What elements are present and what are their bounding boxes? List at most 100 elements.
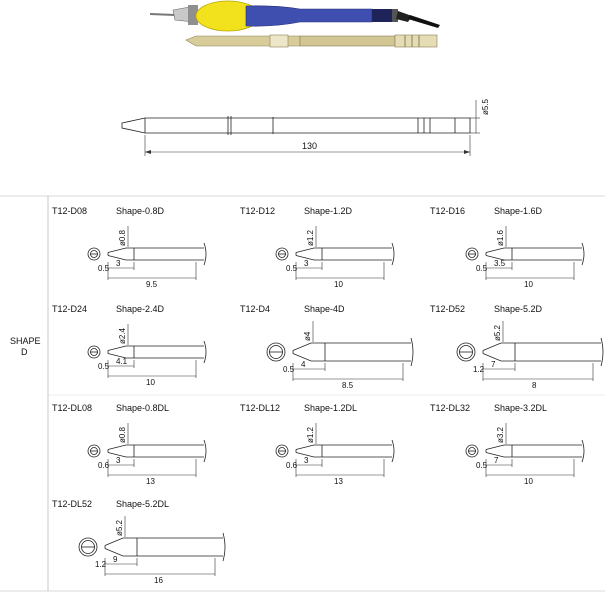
end-view-outer — [465, 247, 479, 261]
dim-label-d3: 13 — [146, 477, 155, 486]
tip-model-label: T12-D4 — [240, 304, 270, 314]
dim-label-diameter: ø1.2 — [306, 426, 315, 443]
end-view-outer — [266, 342, 286, 362]
shape-table: SHAPE D — [0, 195, 605, 592]
dim-label-diameter: ø4 — [303, 331, 312, 341]
tip-model-label: T12-D12 — [240, 206, 275, 216]
side-view-bottom — [295, 452, 392, 458]
dim-label-d3: 10 — [334, 280, 343, 289]
side-view-bottom — [482, 353, 601, 362]
tip-shape-label: Shape-5.2DL — [116, 499, 169, 509]
end-view-outer — [275, 247, 289, 261]
dim-label-d2: 7 — [491, 360, 496, 369]
dim-label-d3: 13 — [334, 477, 343, 486]
side-view-top — [482, 342, 601, 351]
dim-label-d3: 8 — [532, 381, 537, 390]
dim-label-diameter: ø1.6 — [496, 229, 505, 246]
tip-cell: T12-D08 Shape-0.8D 0.5 3 9.5 ø0.8 — [52, 206, 207, 289]
dim-label-d1: 0.5 — [476, 264, 488, 273]
dim-label-d1: 0.5 — [98, 362, 110, 371]
dim-label-d3: 10 — [524, 477, 533, 486]
dim-label-d2: 4 — [301, 360, 306, 369]
dim-label-diameter: ø1.2 — [306, 229, 315, 246]
tip-model-label: T12-D24 — [52, 304, 87, 314]
tip-cell: T12-D16 Shape-1.6D 0.5 3.5 10 ø1.6 — [430, 206, 585, 289]
side-view-bottom — [107, 255, 204, 261]
side-view-break — [203, 340, 207, 364]
tip-model-label: T12-DL32 — [430, 403, 470, 413]
side-view-break — [600, 337, 604, 367]
dim-label-diameter: ø3.2 — [496, 426, 505, 443]
end-view-outer — [465, 444, 479, 458]
tip-shape-label: Shape-0.8D — [116, 206, 165, 216]
soldering-handle-image — [149, 0, 440, 32]
dim-label-d2: 9 — [113, 555, 118, 564]
dim-label-d2: 3 — [116, 259, 121, 268]
overall-length-label: 130 — [302, 141, 317, 151]
side-view-break — [391, 242, 395, 266]
dim-label-d1: 0.5 — [98, 264, 110, 273]
dim-label-diameter: ø5.2 — [115, 519, 124, 536]
dim-label-d3: 10 — [146, 378, 155, 387]
dim-label-d3: 9.5 — [146, 280, 158, 289]
dim-label-d1: 0.5 — [283, 365, 295, 374]
shape-label-line1: SHAPE — [10, 336, 41, 346]
dim-label-d3: 8.5 — [342, 381, 354, 390]
overall-dimension-drawing: ø5.5 130 — [121, 98, 490, 156]
side-view-top — [292, 342, 411, 351]
tip-model-label: T12-D08 — [52, 206, 87, 216]
dim-label-d2: 3 — [304, 259, 309, 268]
side-view-break — [581, 242, 585, 266]
dim-label-d1: 1.2 — [95, 560, 107, 569]
dim-label-d2: 4.1 — [116, 357, 128, 366]
end-view-outer — [87, 444, 101, 458]
end-view-outer — [275, 444, 289, 458]
dim-label-d1: 0.6 — [98, 461, 110, 470]
tip-cell: T12-DL52 Shape-5.2DL 1.2 9 16 ø5.2 — [52, 499, 226, 585]
dim-label-d3: 10 — [524, 280, 533, 289]
end-view-outer — [87, 345, 101, 359]
side-view-bottom — [104, 548, 223, 557]
tip-shape-label: Shape-3.2DL — [494, 403, 547, 413]
side-view-break — [581, 439, 585, 463]
tip-cell: T12-D24 Shape-2.4D 0.5 4.1 10 ø2.4 — [52, 304, 207, 387]
side-view-top — [295, 444, 392, 450]
dim-label-d1: 0.5 — [476, 461, 488, 470]
dim-label-d3: 16 — [154, 576, 163, 585]
dim-label-diameter: ø0.8 — [118, 229, 127, 246]
side-view-top — [485, 444, 582, 450]
side-view-bottom — [295, 255, 392, 261]
side-view-break — [410, 337, 414, 367]
overall-diameter-label: ø5.5 — [481, 98, 490, 115]
side-view-top — [295, 247, 392, 253]
end-view-outer — [456, 342, 476, 362]
dim-label-d1: 1.2 — [473, 365, 485, 374]
tip-shape-label: Shape-1.2DL — [304, 403, 357, 413]
side-view-break — [203, 439, 207, 463]
tip-shape-label: Shape-4D — [304, 304, 345, 314]
tip-cell: T12-DL32 Shape-3.2DL 0.5 7 10 ø3.2 — [430, 403, 585, 486]
tip-model-label: T12-D16 — [430, 206, 465, 216]
tip-shape-label: Shape-2.4D — [116, 304, 165, 314]
dim-label-d2: 3.5 — [494, 259, 506, 268]
dim-label-d2: 3 — [116, 456, 121, 465]
dim-label-d2: 7 — [494, 456, 499, 465]
tip-model-label: T12-DL12 — [240, 403, 280, 413]
side-view-bottom — [485, 255, 582, 261]
dim-label-diameter: ø2.4 — [118, 327, 127, 344]
tip-shape-label: Shape-1.6D — [494, 206, 543, 216]
tip-model-label: T12-DL52 — [52, 499, 92, 509]
dim-label-d1: 0.5 — [286, 264, 298, 273]
side-view-bottom — [485, 452, 582, 458]
dim-label-diameter: ø0.8 — [118, 426, 127, 443]
side-view-break — [222, 532, 226, 562]
dim-label-d1: 0.6 — [286, 461, 298, 470]
end-view-outer — [78, 537, 98, 557]
tip-model-label: T12-DL08 — [52, 403, 92, 413]
tip-cell: T12-D4 Shape-4D 0.5 4 8.5 ø4 — [240, 304, 414, 390]
end-view-outer — [87, 247, 101, 261]
